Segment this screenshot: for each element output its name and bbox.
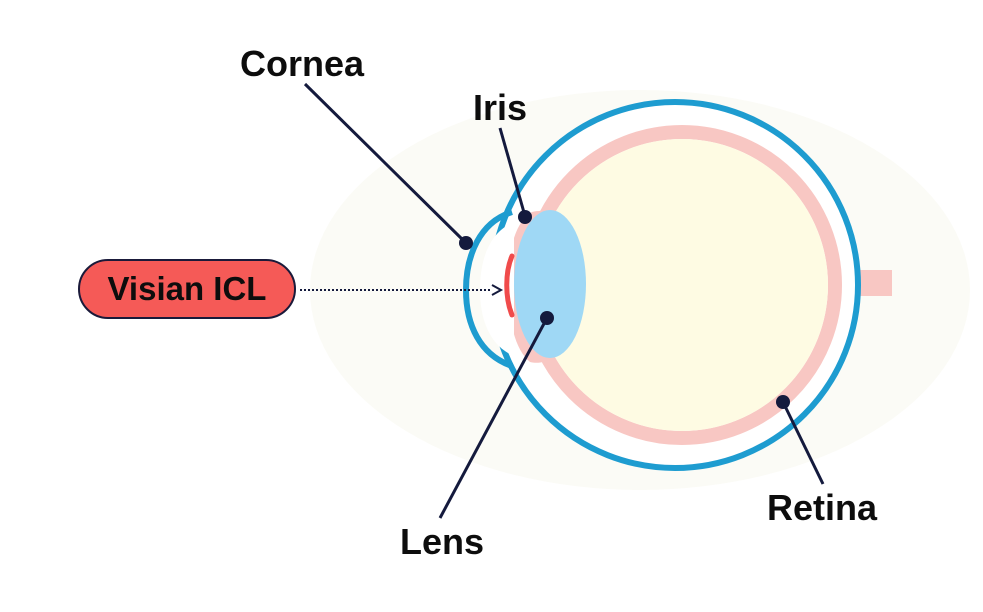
lens: [514, 210, 586, 358]
cornea-inner: [480, 222, 514, 356]
cornea-label: Cornea: [240, 43, 365, 84]
iris-leader-line: [498, 127, 527, 217]
lens-leader-line: [438, 317, 549, 519]
retina-leader-line: [781, 401, 825, 485]
retina-dot: [776, 395, 790, 409]
visian-icl-pill: Visian ICL: [78, 259, 296, 319]
iris-dot: [518, 210, 532, 224]
lens-label: Lens: [400, 521, 485, 562]
icl-implant-arc: [504, 253, 515, 318]
vitreous-body: [536, 139, 828, 431]
lens-dot: [540, 311, 554, 325]
retina-label: Retina: [767, 487, 878, 528]
cornea-dot: [459, 236, 473, 250]
iris-label: Iris: [473, 87, 528, 128]
visian-icl-label: Visian ICL: [107, 270, 267, 307]
cornea-leader-line: [303, 82, 468, 245]
implant-pointer-arrowhead: [491, 284, 504, 296]
